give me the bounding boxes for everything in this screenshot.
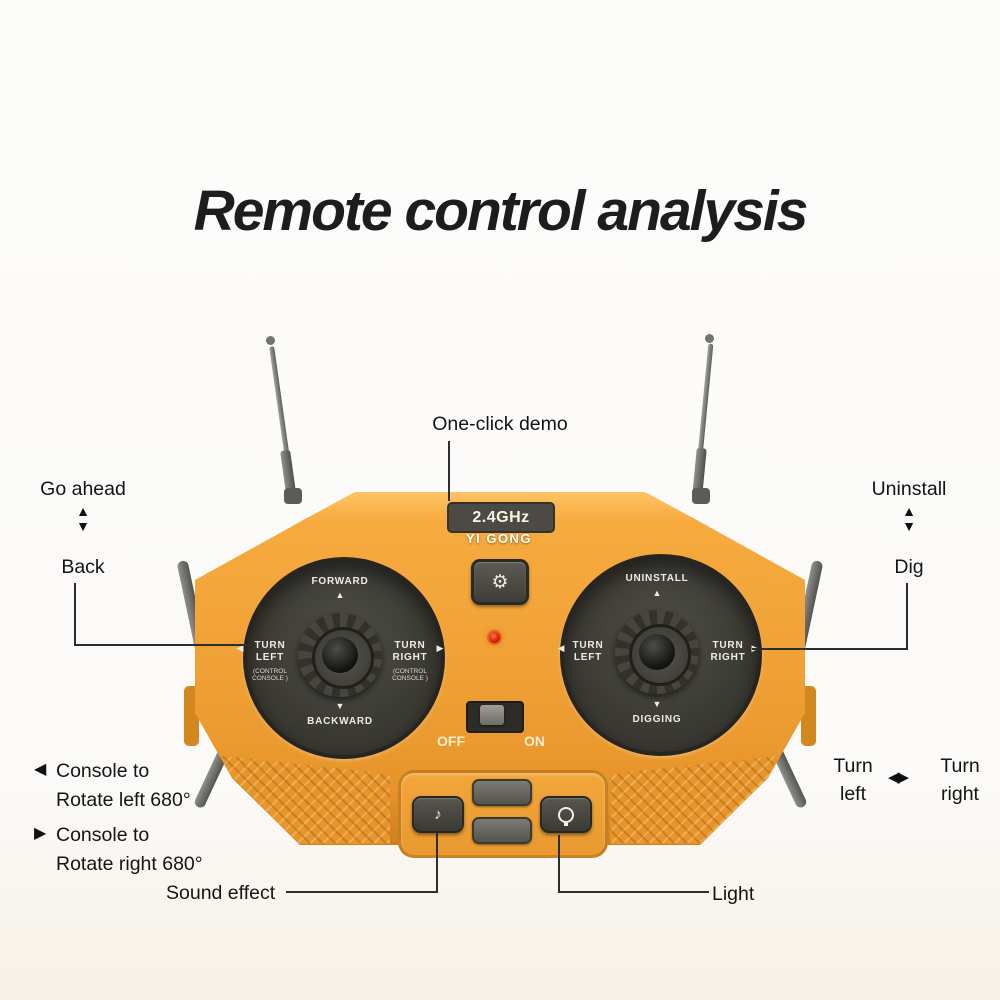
rotate-right-label: Rotate right 680°	[56, 853, 203, 875]
left-arrow-icon: ◀	[888, 769, 899, 786]
left-antenna-tip	[266, 336, 275, 345]
right-pad-turn-right-label: TURN RIGHT	[705, 640, 751, 664]
label-line: TURN	[394, 640, 426, 651]
left-arrow-icon: ◀	[557, 643, 565, 653]
left-pad-console-note: (CONTROL CONSOLE )	[386, 668, 434, 682]
down-arrow-icon: ▼	[902, 518, 916, 534]
connector-line-sound	[436, 833, 438, 893]
connector-line-light	[559, 891, 709, 893]
up-arrow-icon: ▲	[335, 590, 345, 600]
back-label: Back	[61, 556, 105, 578]
uninstall-label: Uninstall	[871, 478, 947, 500]
label-line: RIGHT	[392, 652, 428, 663]
turn-right-label: right	[941, 783, 979, 805]
up-down-arrow-icon: ▲ ▼	[68, 504, 98, 534]
one-click-demo-label: One-click demo	[432, 413, 568, 435]
label-line: RIGHT	[710, 652, 746, 663]
note-line: CONSOLE )	[392, 675, 428, 682]
label-line: TURN	[712, 640, 744, 651]
one-click-demo-button: ⚙	[471, 559, 529, 605]
frequency-badge: 2.4GHz	[447, 502, 555, 533]
label-line: TURN	[254, 640, 286, 651]
right-antenna-tip	[705, 334, 714, 343]
light-bulb-icon	[558, 806, 574, 826]
up-arrow-icon: ▲	[902, 503, 916, 519]
left-arrow-icon: ◀	[34, 761, 47, 778]
cluster-top-button	[472, 779, 532, 806]
right-pad-uninstall-label: UNINSTALL	[625, 573, 689, 584]
up-down-arrow-icon: ▲ ▼	[894, 504, 924, 534]
down-arrow-icon: ▼	[335, 701, 345, 711]
light-button	[540, 796, 592, 833]
left-antenna-mount	[284, 488, 302, 504]
connector-line-sound	[286, 891, 437, 893]
connector-line-left	[74, 644, 254, 646]
right-joystick-knob	[639, 634, 675, 670]
label-line: LEFT	[573, 652, 603, 663]
note-line: (CONTROL	[253, 668, 287, 675]
left-pad-console-note: (CONTROL CONSOLE )	[246, 668, 294, 682]
rotate-left-label: Console to	[56, 760, 150, 782]
cluster-bottom-button	[472, 817, 532, 844]
right-arrow-icon: ▶	[34, 825, 47, 842]
left-arrow-icon: ◀	[236, 643, 244, 653]
left-pad-turn-right-label: TURN RIGHT	[386, 640, 434, 664]
connector-line-left	[74, 583, 76, 645]
left-pad-turn-left-label: TURN LEFT	[246, 640, 294, 664]
left-pad-backward-label: BACKWARD	[307, 716, 373, 727]
connector-line-demo	[448, 441, 450, 501]
left-joystick-knob	[322, 637, 358, 673]
power-led-indicator	[489, 632, 500, 643]
right-arrow-icon: ▶	[436, 643, 444, 653]
down-arrow-icon: ▼	[76, 518, 90, 534]
brand-label: YI GONG	[465, 531, 533, 546]
dig-label: Dig	[894, 556, 924, 578]
rotate-right-label: Console to	[56, 824, 150, 846]
left-right-arrow-icon: ◀▶	[888, 768, 909, 786]
switch-on-label: ON	[524, 733, 545, 749]
switch-off-label: OFF	[437, 733, 465, 749]
left-pad-forward-label: FORWARD	[311, 576, 369, 587]
sound-effect-button: ♪	[412, 796, 464, 833]
power-switch-knob	[480, 705, 504, 725]
connector-line-light	[558, 835, 560, 893]
light-label: Light	[712, 883, 755, 905]
down-arrow-icon: ▼	[652, 699, 662, 709]
sound-icon: ♪	[434, 806, 442, 823]
note-line: CONSOLE )	[252, 675, 288, 682]
gear-icon: ⚙	[491, 571, 509, 593]
up-arrow-icon: ▲	[76, 503, 90, 519]
sound-effect-label: Sound effect	[166, 882, 276, 904]
right-pad-digging-label: DIGGING	[632, 714, 682, 725]
page-title: Remote control analysis	[193, 179, 809, 243]
turn-left-label: Turn	[833, 755, 873, 777]
connector-line-right	[752, 648, 908, 650]
right-pad-turn-left-label: TURN LEFT	[565, 640, 611, 664]
note-line: (CONTROL	[393, 668, 427, 675]
connector-line-right	[906, 583, 908, 649]
up-arrow-icon: ▲	[652, 588, 662, 598]
right-antenna-mount	[692, 488, 710, 504]
label-line: TURN	[572, 640, 604, 651]
go-ahead-label: Go ahead	[40, 478, 126, 500]
turn-right-label: Turn	[940, 755, 980, 777]
label-line: LEFT	[255, 652, 285, 663]
rotate-left-label: Rotate left 680°	[56, 789, 191, 811]
right-arrow-icon: ▶	[897, 769, 909, 786]
turn-left-label: left	[839, 783, 866, 805]
